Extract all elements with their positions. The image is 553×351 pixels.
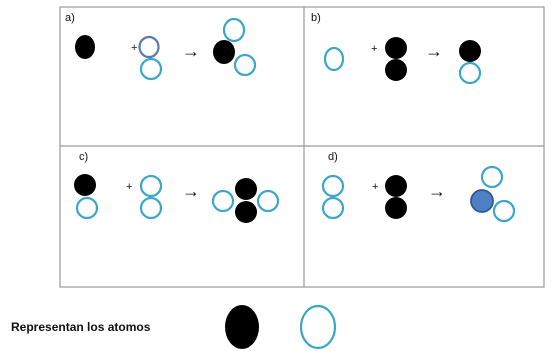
grid-outer-border bbox=[59, 6, 545, 288]
reactant-black-atom bbox=[75, 35, 95, 59]
reaction-arrow: → bbox=[182, 181, 200, 201]
white-atom bbox=[233, 53, 257, 77]
legend-black-atom bbox=[225, 305, 259, 349]
black-atom bbox=[385, 37, 407, 59]
product-molecule bbox=[211, 178, 280, 223]
black-atom bbox=[235, 178, 257, 200]
black-atom bbox=[459, 40, 481, 62]
product-molecule bbox=[213, 17, 257, 77]
black-atom bbox=[385, 175, 407, 197]
plus-sign: + bbox=[131, 42, 137, 54]
panel-a: a) + → bbox=[65, 12, 257, 81]
reactant-white-molecule bbox=[321, 174, 345, 220]
panel-c: c) + → bbox=[74, 151, 280, 223]
black-atom bbox=[213, 40, 235, 64]
white-atom bbox=[138, 35, 160, 59]
reactant-white-molecule bbox=[138, 35, 163, 81]
white-atom bbox=[458, 61, 482, 85]
legend-white-atom bbox=[299, 304, 337, 350]
white-atom bbox=[321, 196, 345, 220]
product-molecule bbox=[470, 165, 516, 223]
black-atom bbox=[74, 174, 96, 196]
panel-c-label: c) bbox=[79, 151, 88, 163]
highlighted-atom bbox=[470, 189, 494, 213]
panel-d-label: d) bbox=[328, 151, 338, 163]
panel-b: b) + → bbox=[311, 12, 482, 85]
legend: Representan los atomos bbox=[11, 304, 337, 350]
reactant-black-molecule bbox=[385, 37, 407, 81]
white-atom bbox=[139, 174, 163, 198]
white-atom bbox=[139, 57, 163, 81]
plus-sign: + bbox=[372, 181, 378, 193]
plus-sign: + bbox=[371, 43, 377, 55]
white-atom bbox=[256, 189, 280, 213]
reactant-white-molecule bbox=[139, 174, 163, 220]
white-atom bbox=[222, 17, 246, 43]
black-atom bbox=[385, 197, 407, 219]
reactant-mixed-molecule bbox=[74, 174, 99, 220]
panel-a-label: a) bbox=[65, 12, 75, 24]
white-atom bbox=[492, 199, 516, 223]
white-atom bbox=[139, 196, 163, 220]
black-atom bbox=[385, 59, 407, 81]
reaction-arrow: → bbox=[425, 41, 443, 61]
reactant-black-molecule bbox=[385, 175, 407, 219]
legend-text: Representan los atomos bbox=[11, 320, 151, 334]
white-atom bbox=[211, 189, 235, 213]
white-atom bbox=[321, 174, 345, 198]
panel-d: d) + → bbox=[321, 151, 516, 223]
reactant-white-atom bbox=[323, 46, 345, 72]
plus-sign: + bbox=[126, 181, 132, 193]
white-atom bbox=[480, 165, 504, 189]
panel-grid bbox=[59, 6, 545, 288]
product-molecule bbox=[458, 40, 482, 85]
reaction-arrow: → bbox=[428, 181, 446, 201]
black-atom bbox=[235, 201, 257, 223]
reaction-arrow: → bbox=[182, 41, 200, 61]
panel-b-label: b) bbox=[311, 12, 321, 24]
white-atom bbox=[75, 196, 99, 220]
